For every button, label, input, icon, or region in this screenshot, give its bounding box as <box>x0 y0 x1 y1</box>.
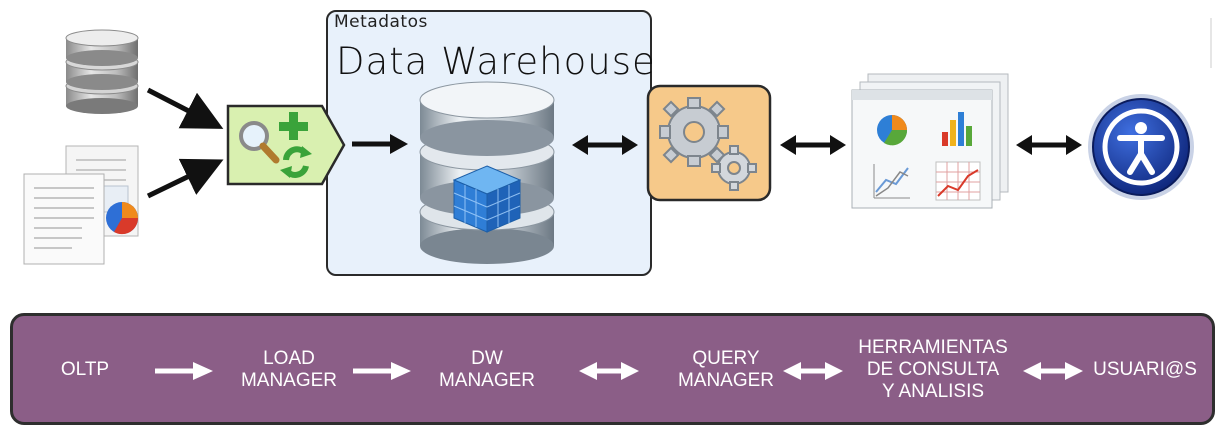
step-load-manager: LOAD MANAGER <box>241 348 337 392</box>
pipeline-arrow-3 <box>579 362 639 380</box>
data-cube-database-icon <box>419 81 555 264</box>
pipeline-arrow-2 <box>353 362 411 380</box>
step-dw-manager: DW MANAGER <box>439 348 535 392</box>
step-oltp-line-1: OLTP <box>60 359 110 380</box>
step-herramientas-line-2: DE CONSULTA <box>866 359 1000 380</box>
arrow-reports-user <box>1016 135 1082 155</box>
arrow-gears-reports <box>780 135 846 155</box>
source-arrows <box>146 87 224 199</box>
database-icon <box>65 29 139 114</box>
step-oltp: OLTP <box>61 359 109 381</box>
user-accessibility-icon <box>1088 94 1194 200</box>
step-usuarios: USUARI@S <box>1093 359 1197 381</box>
step-herramientas-line-3: Y ANALISIS <box>881 381 985 402</box>
pipeline-arrow-4 <box>783 362 843 380</box>
step-usuarios-line-1: USUARI@S <box>1093 359 1197 380</box>
metadata-label: Metadatos <box>334 12 428 32</box>
step-herramientas-line-1: HERRAMIENTAS <box>858 337 1008 358</box>
documents-icon <box>23 145 139 265</box>
arrow-dw-gears <box>572 135 638 155</box>
data-warehouse-title: Data Warehouse <box>336 40 656 83</box>
step-dw-manager-line-1: DW <box>471 348 503 369</box>
gears-icon <box>646 84 772 202</box>
step-query-manager-line-1: QUERY <box>692 348 760 369</box>
step-load-manager-line-1: LOAD <box>263 348 315 369</box>
step-load-manager-line-2: MANAGER <box>240 370 338 391</box>
step-herramientas: HERRAMIENTAS DE CONSULTA Y ANALISIS <box>858 337 1008 403</box>
step-query-manager: QUERY MANAGER <box>678 348 774 392</box>
reports-charts-icon <box>851 73 1009 209</box>
step-query-manager-line-2: MANAGER <box>677 370 775 391</box>
pipeline-arrow-5 <box>1023 362 1083 380</box>
pipeline-arrow-1 <box>155 362 213 380</box>
pipeline-bar: OLTP LOAD MANAGER DW MANAGER QUERY MANAG… <box>10 313 1215 425</box>
arrow-etl-to-dw <box>352 134 408 154</box>
etl-search-add-refresh-icon <box>226 104 346 186</box>
step-dw-manager-line-2: MANAGER <box>438 370 536 391</box>
edge-marker <box>1210 18 1212 68</box>
